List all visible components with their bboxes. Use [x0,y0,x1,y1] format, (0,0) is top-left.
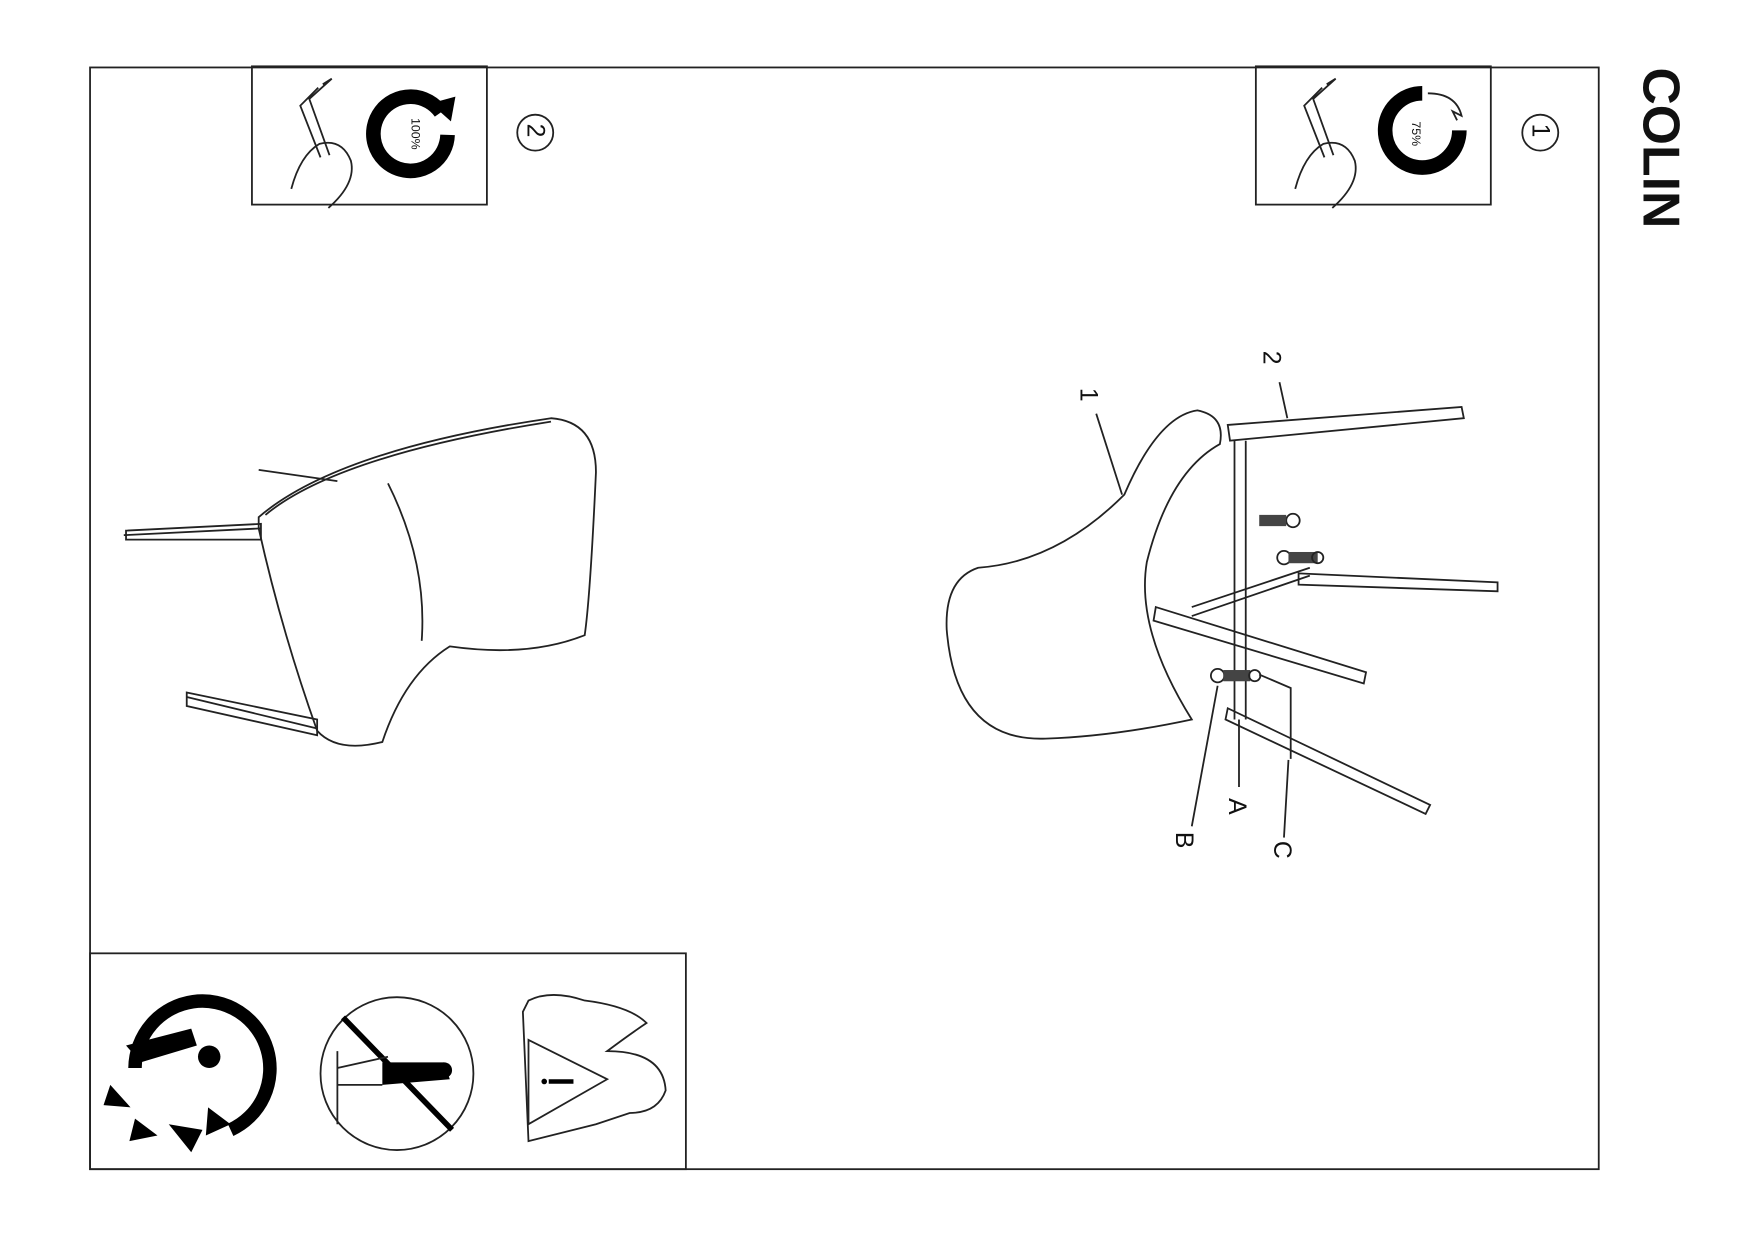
bolt-washer-icon [1209,512,1325,684]
step-1-tool-box: 75% [1254,65,1492,209]
product-title: COLIN [1633,67,1691,228]
step-1-number: 1 [1526,124,1553,138]
step-2-tool-box: 100% [251,65,488,209]
allen-key-hand-icon [1294,77,1357,209]
caution-icon [521,994,667,1143]
no-standing-on-chair-icon [319,996,475,1151]
part-label-c: C [1268,841,1295,859]
tighten-percent-1: 75% [1409,121,1423,146]
part-label-a: A [1223,798,1250,815]
leg-part-2 [1226,406,1465,442]
seat-shell-part-1 [945,409,1222,740]
part-label-1: 1 [1074,388,1101,402]
page-frame [89,66,1600,1171]
leg [1297,572,1499,593]
safety-warnings-box [89,952,687,1171]
leg [1152,605,1368,685]
step-1-badge: 1 [1521,113,1560,152]
rotate-75-percent-icon: 75% [1377,86,1467,175]
step-2-badge: 2 [516,113,555,152]
step-2-number: 2 [521,124,548,138]
no-tipping-icon [103,994,277,1153]
part-label-2: 2 [1258,351,1285,365]
leg [1224,706,1432,816]
assembled-chair-illustration [123,417,597,747]
allen-key-hand-icon [290,77,353,209]
chair-assembly-diagram: 2 1 A B C [945,351,1499,859]
rotate-100-percent-icon: 100% [366,89,456,179]
allen-key-part-c [1258,673,1292,759]
tighten-percent-2: 100% [409,118,423,150]
part-label-b: B [1170,832,1197,849]
